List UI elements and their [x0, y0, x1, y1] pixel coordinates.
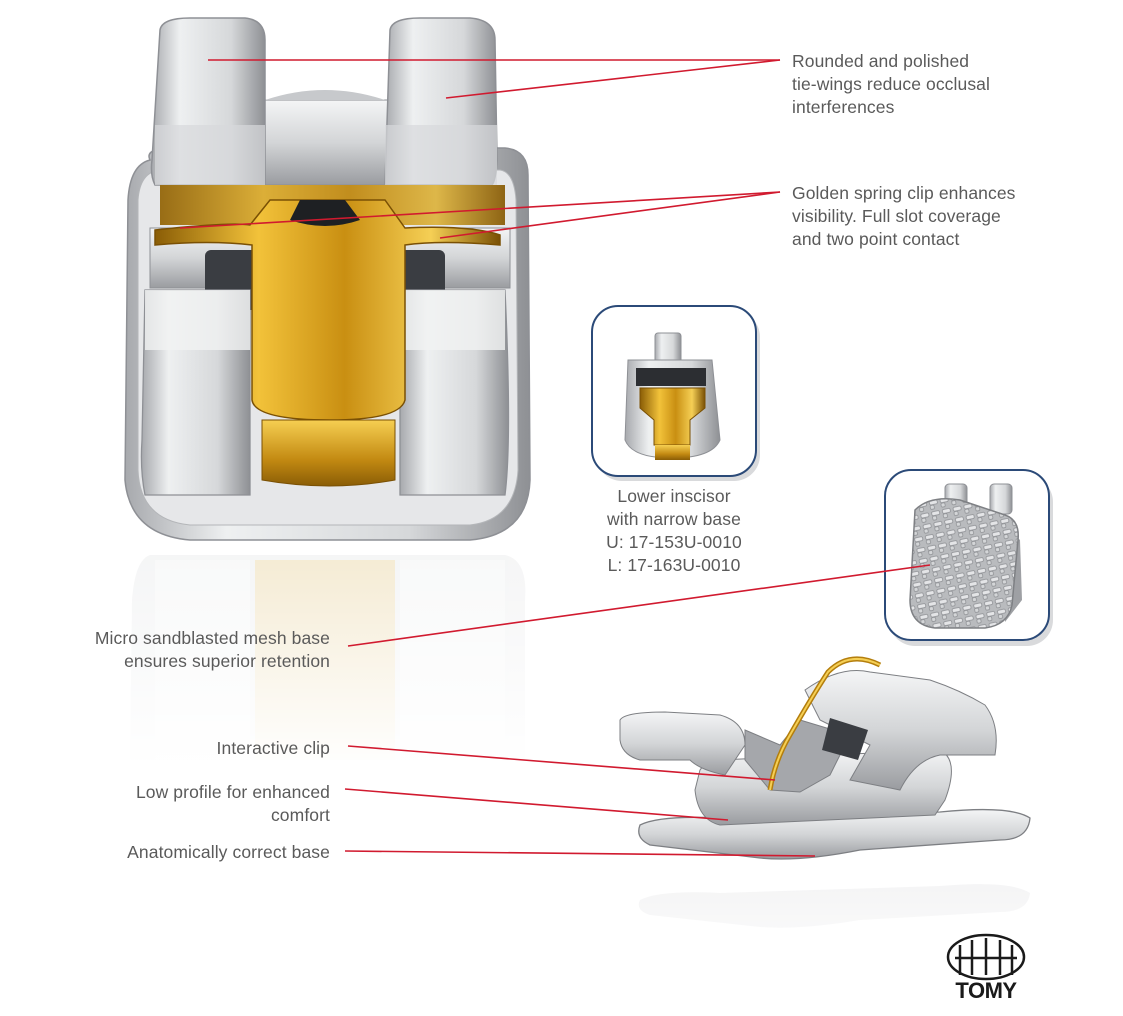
callout-lower-incisor: Lower inscisor with narrow base U: 17-15…: [584, 485, 764, 577]
callout-line: L: 17-163U-0010: [607, 555, 741, 575]
callout-line: ensures superior retention: [124, 651, 330, 671]
callout-mesh-base: Micro sandblasted mesh base ensures supe…: [40, 627, 330, 673]
callout-line: visibility. Full slot coverage: [792, 206, 1001, 226]
tomy-logo-text: TOMY: [955, 978, 1017, 1003]
callout-line: interferences: [792, 97, 895, 117]
callout-line: comfort: [270, 805, 330, 825]
callout-line: U: 17-153U-0010: [606, 532, 742, 552]
mesh-base-inset: [884, 469, 1053, 646]
callout-tie-wings: Rounded and polished tie-wings reduce oc…: [792, 50, 990, 119]
lower-incisor-inset: [591, 305, 760, 481]
callout-line: tie-wings reduce occlusal: [792, 74, 991, 94]
callout-line: Micro sandblasted mesh base: [94, 628, 330, 648]
leader-lines: [179, 59, 931, 857]
callout-line: Rounded and polished: [792, 51, 970, 71]
callout-line: Anatomically correct base: [127, 842, 330, 862]
callout-line: Golden spring clip enhances: [792, 183, 1016, 203]
side-bracket: [619, 656, 1031, 860]
callout-spring-clip: Golden spring clip enhances visibility. …: [792, 182, 1016, 251]
callout-line: and two point contact: [792, 229, 960, 249]
callout-anatomical-base: Anatomically correct base: [40, 841, 330, 864]
callout-low-profile: Low profile for enhanced comfort: [40, 781, 330, 827]
tomy-logo-emblem: [946, 933, 1026, 981]
callout-line: Low profile for enhanced: [135, 782, 330, 802]
callout-line: Interactive clip: [216, 738, 330, 758]
main-bracket: [124, 17, 531, 541]
callout-interactive-clip: Interactive clip: [40, 737, 330, 760]
callout-line: Lower inscisor: [617, 486, 731, 506]
callout-line: with narrow base: [607, 509, 741, 529]
